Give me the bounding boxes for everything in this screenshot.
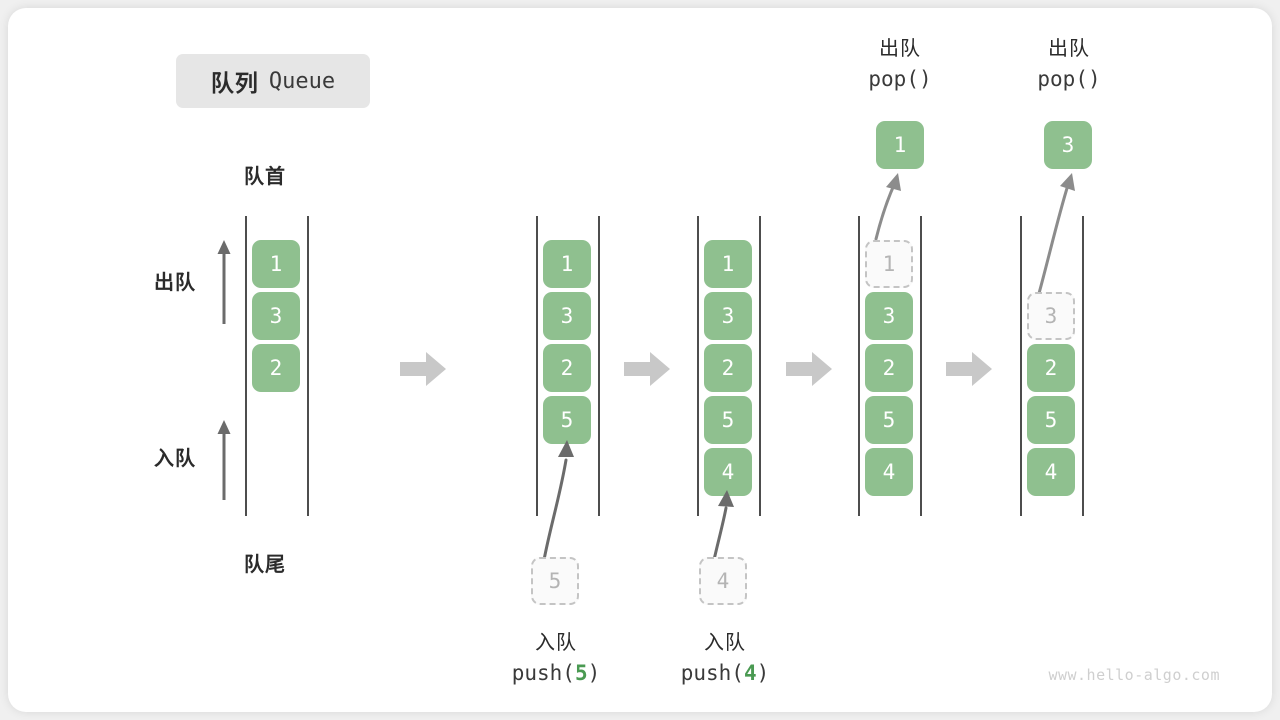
label-enqueue: 入队 [154,448,196,470]
title-badge: 队列 Queue [176,54,370,108]
popped-element: 1 [876,121,924,169]
diagram-card: 队列 Queue 队首 出队 入队 1 3 2 队尾 [8,8,1272,712]
queue-cell: 3 [865,292,913,340]
caption-push-5: 入队 push(5) [451,628,661,690]
step-arrow-icon [946,352,992,386]
queue-rail-left-4 [858,216,860,516]
queue-rail-right-5 [1082,216,1084,516]
queue-cell: 2 [543,344,591,392]
caption-pop-1-cn: 出队 [879,38,921,60]
queue-rail-left-2 [536,216,538,516]
queue-cell: 5 [704,396,752,444]
popped-element-ghost: 3 [1027,292,1075,340]
queue-cell: 4 [865,448,913,496]
title-cn: 队列 [210,70,259,96]
queue-cell: 3 [704,292,752,340]
queue-rail-left-3 [697,216,699,516]
queue-rail-right-3 [759,216,761,516]
queue-cell: 4 [1027,448,1075,496]
queue-rail-right-2 [598,216,600,516]
step-arrow-icon [400,352,446,386]
incoming-element-ghost: 4 [699,557,747,605]
label-rear: 队尾 [244,554,286,576]
queue-cell: 2 [252,344,300,392]
caption-push-5-code: push(5) [511,661,601,685]
label-front: 队首 [244,166,286,188]
queue-cell-new: 4 [704,448,752,496]
queue-cell: 5 [865,396,913,444]
caption-pop-3-cn: 出队 [1048,38,1090,60]
queue-rail-right-1 [307,216,309,516]
label-dequeue: 出队 [154,272,196,294]
push-arrow-5-icon [520,432,590,562]
caption-push-4-code: push(4) [680,661,770,685]
popped-element-ghost: 1 [865,240,913,288]
queue-rail-left-1 [245,216,247,516]
push-arrow-4-icon [692,486,752,562]
pop-arrow-1-icon [854,171,914,241]
watermark: www.hello-algo.com [1048,666,1220,684]
caption-push-4: 入队 push(4) [620,628,830,690]
enqueue-arrow-icon [214,420,234,500]
caption-pop-1: 出队 pop() [805,34,995,96]
queue-cell: 2 [1027,344,1075,392]
caption-push-5-cn: 入队 [535,632,577,654]
caption-push-4-cn: 入队 [704,632,746,654]
step-arrow-icon [786,352,832,386]
caption-pop-3-code: pop() [1037,67,1101,91]
queue-cell: 2 [704,344,752,392]
caption-pop-3: 出队 pop() [974,34,1164,96]
popped-element: 3 [1044,121,1092,169]
incoming-element-ghost: 5 [531,557,579,605]
queue-cell-new: 5 [543,396,591,444]
queue-cell: 5 [1027,396,1075,444]
queue-rail-right-4 [920,216,922,516]
queue-cell: 3 [252,292,300,340]
queue-cell: 2 [865,344,913,392]
title-en: Queue [268,68,336,94]
queue-cell: 1 [704,240,752,288]
caption-pop-1-code: pop() [868,67,932,91]
pop-arrow-3-icon [1024,171,1094,301]
queue-rail-left-5 [1020,216,1022,516]
dequeue-arrow-icon [214,240,234,324]
step-arrow-icon [624,352,670,386]
queue-cell: 1 [252,240,300,288]
queue-cell: 3 [543,292,591,340]
queue-cell: 1 [543,240,591,288]
